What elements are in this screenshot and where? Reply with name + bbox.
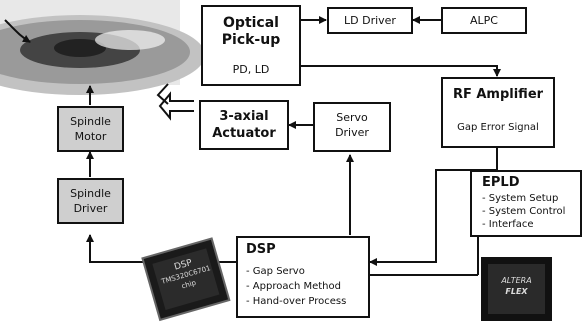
actuator-line1: 3-axial [201, 108, 287, 125]
spindle-motor-line2: Motor [59, 129, 122, 144]
hollow-arrow-actuator-disc [160, 94, 194, 118]
optical-disc-photo [0, 0, 205, 95]
ld-driver-label: LD Driver [329, 14, 411, 27]
rf-amplifier-block: RF Amplifier Gap Error Signal [441, 77, 555, 148]
alpc-label: ALPC [443, 14, 525, 27]
rf-amplifier-sub: Gap Error Signal [443, 122, 553, 133]
rf-amplifier-title: RF Amplifier [443, 87, 553, 102]
optical-pickup-title-1: Optical [203, 15, 299, 32]
spindle-motor-line1: Spindle [59, 114, 122, 129]
servo-driver-block: Servo Driver [313, 102, 391, 152]
spindle-driver-block: Spindle Driver [57, 178, 124, 224]
dsp-item-approach: - Approach Method [246, 281, 341, 292]
actuator-line2: Actuator [201, 125, 287, 142]
optical-pickup-title-2: Pick-up [203, 32, 299, 49]
epld-item-interface: - Interface [482, 219, 534, 230]
spindle-motor-block: Spindle Motor [57, 106, 124, 152]
dsp-item-handover: - Hand-over Process [246, 296, 346, 307]
altera-chip-label: ALTERA FLEX [488, 275, 545, 297]
arrow-pickup-rf [301, 66, 497, 76]
servo-driver-line2: Driver [315, 125, 389, 140]
optical-pickup-block: Optical Pick-up PD, LD [201, 5, 301, 86]
alpc-block: ALPC [441, 7, 527, 34]
altera-chip-line2: FLEX [488, 286, 545, 297]
epld-item-control: - System Control [482, 206, 565, 217]
ld-driver-block: LD Driver [327, 7, 413, 34]
altera-chip-line1: ALTERA [488, 275, 545, 286]
dsp-title: DSP [246, 242, 276, 257]
dsp-item-gap-servo: - Gap Servo [246, 266, 305, 277]
epld-title: EPLD [482, 175, 519, 190]
epld-item-setup: - System Setup [482, 193, 558, 204]
spindle-driver-line2: Driver [59, 201, 122, 216]
epld-block: EPLD - System Setup - System Control - I… [470, 170, 582, 237]
spindle-driver-line1: Spindle [59, 186, 122, 201]
optical-pickup-sub: PD, LD [203, 63, 299, 76]
dsp-block: DSP - Gap Servo - Approach Method - Hand… [236, 236, 370, 318]
servo-driver-line1: Servo [315, 110, 389, 125]
actuator-block: 3-axial Actuator [199, 100, 289, 150]
